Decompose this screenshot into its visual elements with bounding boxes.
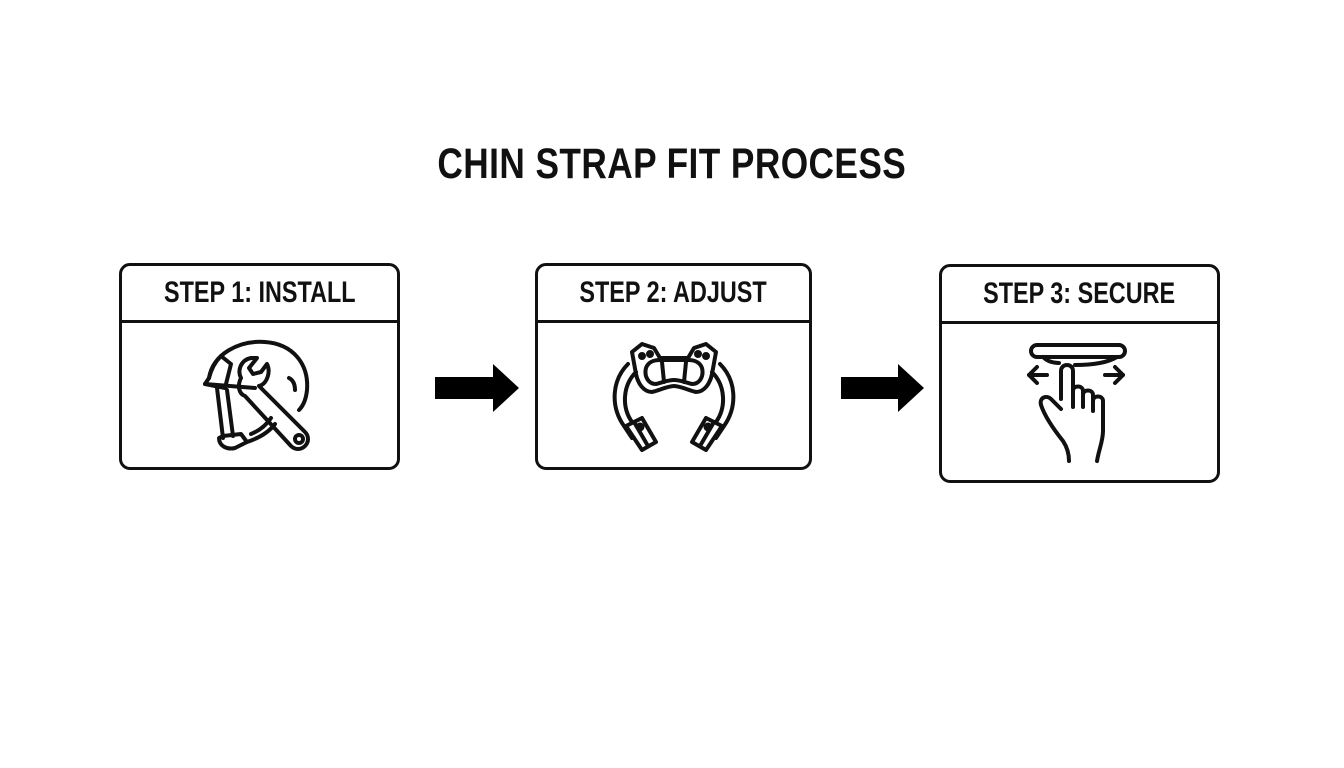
step-header: STEP 1: INSTALL	[122, 266, 397, 323]
diagram-title: CHIN STRAP FIT PROCESS	[437, 140, 907, 188]
arrow-right-icon	[841, 364, 925, 412]
step-label: STEP 1: INSTALL	[163, 276, 356, 309]
helmet-wrench-icon	[122, 326, 397, 467]
hand-swipe-icon	[942, 339, 1217, 464]
step-card-install: STEP 1: INSTALL	[119, 263, 400, 470]
step-label: STEP 2: ADJUST	[579, 276, 768, 309]
chin-strap-icon	[538, 326, 809, 467]
step-label: STEP 3: SECURE	[983, 277, 1176, 310]
arrow-right-icon	[435, 364, 519, 412]
step-card-adjust: STEP 2: ADJUST	[535, 263, 812, 470]
step-header: STEP 3: SECURE	[942, 267, 1217, 324]
step-card-secure: STEP 3: SECURE	[939, 264, 1220, 483]
step-header: STEP 2: ADJUST	[538, 266, 809, 323]
